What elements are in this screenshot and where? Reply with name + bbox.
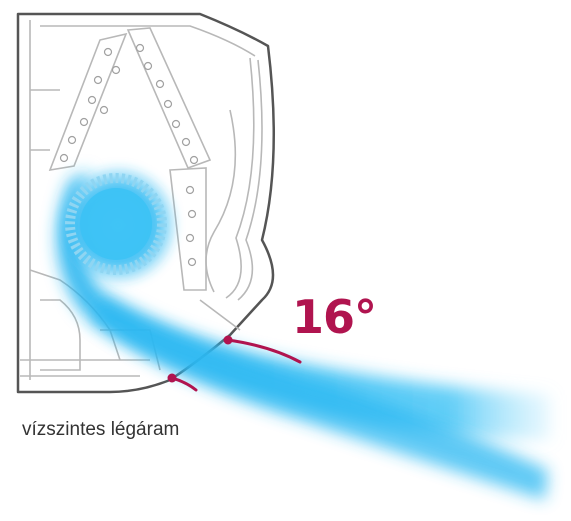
angle-arc (167, 335, 302, 392)
fan-icon (56, 163, 180, 287)
angle-label: 16° (292, 290, 377, 344)
airflow-caption: vízszintes légáram (22, 419, 180, 440)
airflow-stream (57, 170, 551, 500)
ac-unit-housing (16, 12, 276, 394)
heat-exchanger-holes (59, 43, 199, 267)
